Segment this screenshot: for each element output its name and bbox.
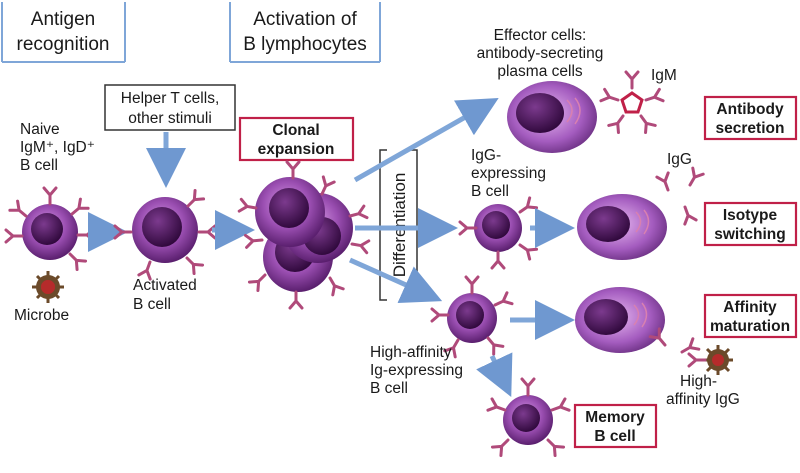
igg-expressing-b-cell [458,196,539,270]
header-antigen-line2: recognition [17,34,110,55]
header-antigen-recognition: Antigen recognition [1,2,126,63]
isotype-switching-box: Isotype switching [703,201,798,247]
plasma-cell-antibody-secretion [507,81,597,153]
activated-label-1: Activated [133,277,197,294]
arrow-to-high-affinity [348,257,443,304]
high-affinity-igg-icon [648,327,733,375]
antibody-secretion-box: Antibody secretion [703,95,798,141]
microbe-icon [32,271,64,303]
igg-expressing-label-2: expressing [471,165,546,182]
helper-t-box: Helper T cells, other stimuli [104,84,236,131]
igg-expressing-label-3: B cell [471,183,509,200]
memory-b-cell [486,377,571,458]
isotype-switching-line2: switching [714,226,785,243]
memory-line1: Memory [585,409,645,426]
igm-pentamer-icon [599,70,665,134]
differentiation-label: Differentiation [390,173,409,278]
memory-b-cell-box: Memory B cell [573,403,658,449]
plasma-cell-affinity-maturation [575,287,665,353]
activated-b-cell [113,188,217,281]
high-affinity-label-1: High-affinity [370,344,452,361]
affinity-maturation-line2: maturation [710,318,790,335]
naive-cell-label-2: IgM⁺, IgD⁺ [20,139,95,156]
clonal-b-cells [237,160,371,310]
header-activation-line2: B lymphocytes [243,34,367,55]
naive-cell-label-1: Naive [20,121,60,138]
header-activation-line1: Activation of [253,9,357,30]
header-activation: Activation of B lymphocytes [229,2,381,63]
affinity-maturation-line1: Affinity [723,299,777,316]
effector-label-3: plasma cells [497,63,583,80]
igm-label: IgM [651,67,677,84]
igg-label: IgG [667,151,692,168]
high-affinity-igg-label-2: affinity IgG [666,391,740,408]
high-affinity-label-2: Ig-expressing [370,362,463,379]
differentiation-bracket: Differentiation [379,149,418,301]
activated-label-2: B cell [133,296,171,313]
effector-label-2: antibody-secreting [477,45,604,62]
high-affinity-label-3: B cell [370,380,408,397]
high-affinity-b-cell [430,275,514,359]
antibody-secretion-line1: Antibody [716,101,784,118]
isotype-switching-line1: Isotype [723,207,778,224]
affinity-maturation-box: Affinity maturation [703,293,798,339]
high-affinity-igg-label-1: High- [680,373,717,390]
microbe-label: Microbe [14,307,69,324]
header-antigen-line1: Antigen [31,9,95,30]
arrow-to-plasma [353,98,499,183]
naive-cell-label-3: B cell [20,157,58,174]
helper-t-line2: other stimuli [128,110,212,127]
clonal-expansion-line1: Clonal [272,122,319,139]
arrow-to-memory [476,352,513,398]
naive-b-cell [4,186,96,272]
antibody-secretion-line2: secretion [716,120,785,137]
effector-label-1: Effector cells: [494,27,587,44]
plasma-cell-isotype-switching [577,194,667,260]
helper-t-line1: Helper T cells, [121,90,220,107]
clonal-expansion-line2: expansion [258,141,335,158]
clonal-expansion-box: Clonal expansion [238,116,355,162]
memory-line2: B cell [594,428,635,445]
igg-expressing-label-1: IgG- [471,147,501,164]
